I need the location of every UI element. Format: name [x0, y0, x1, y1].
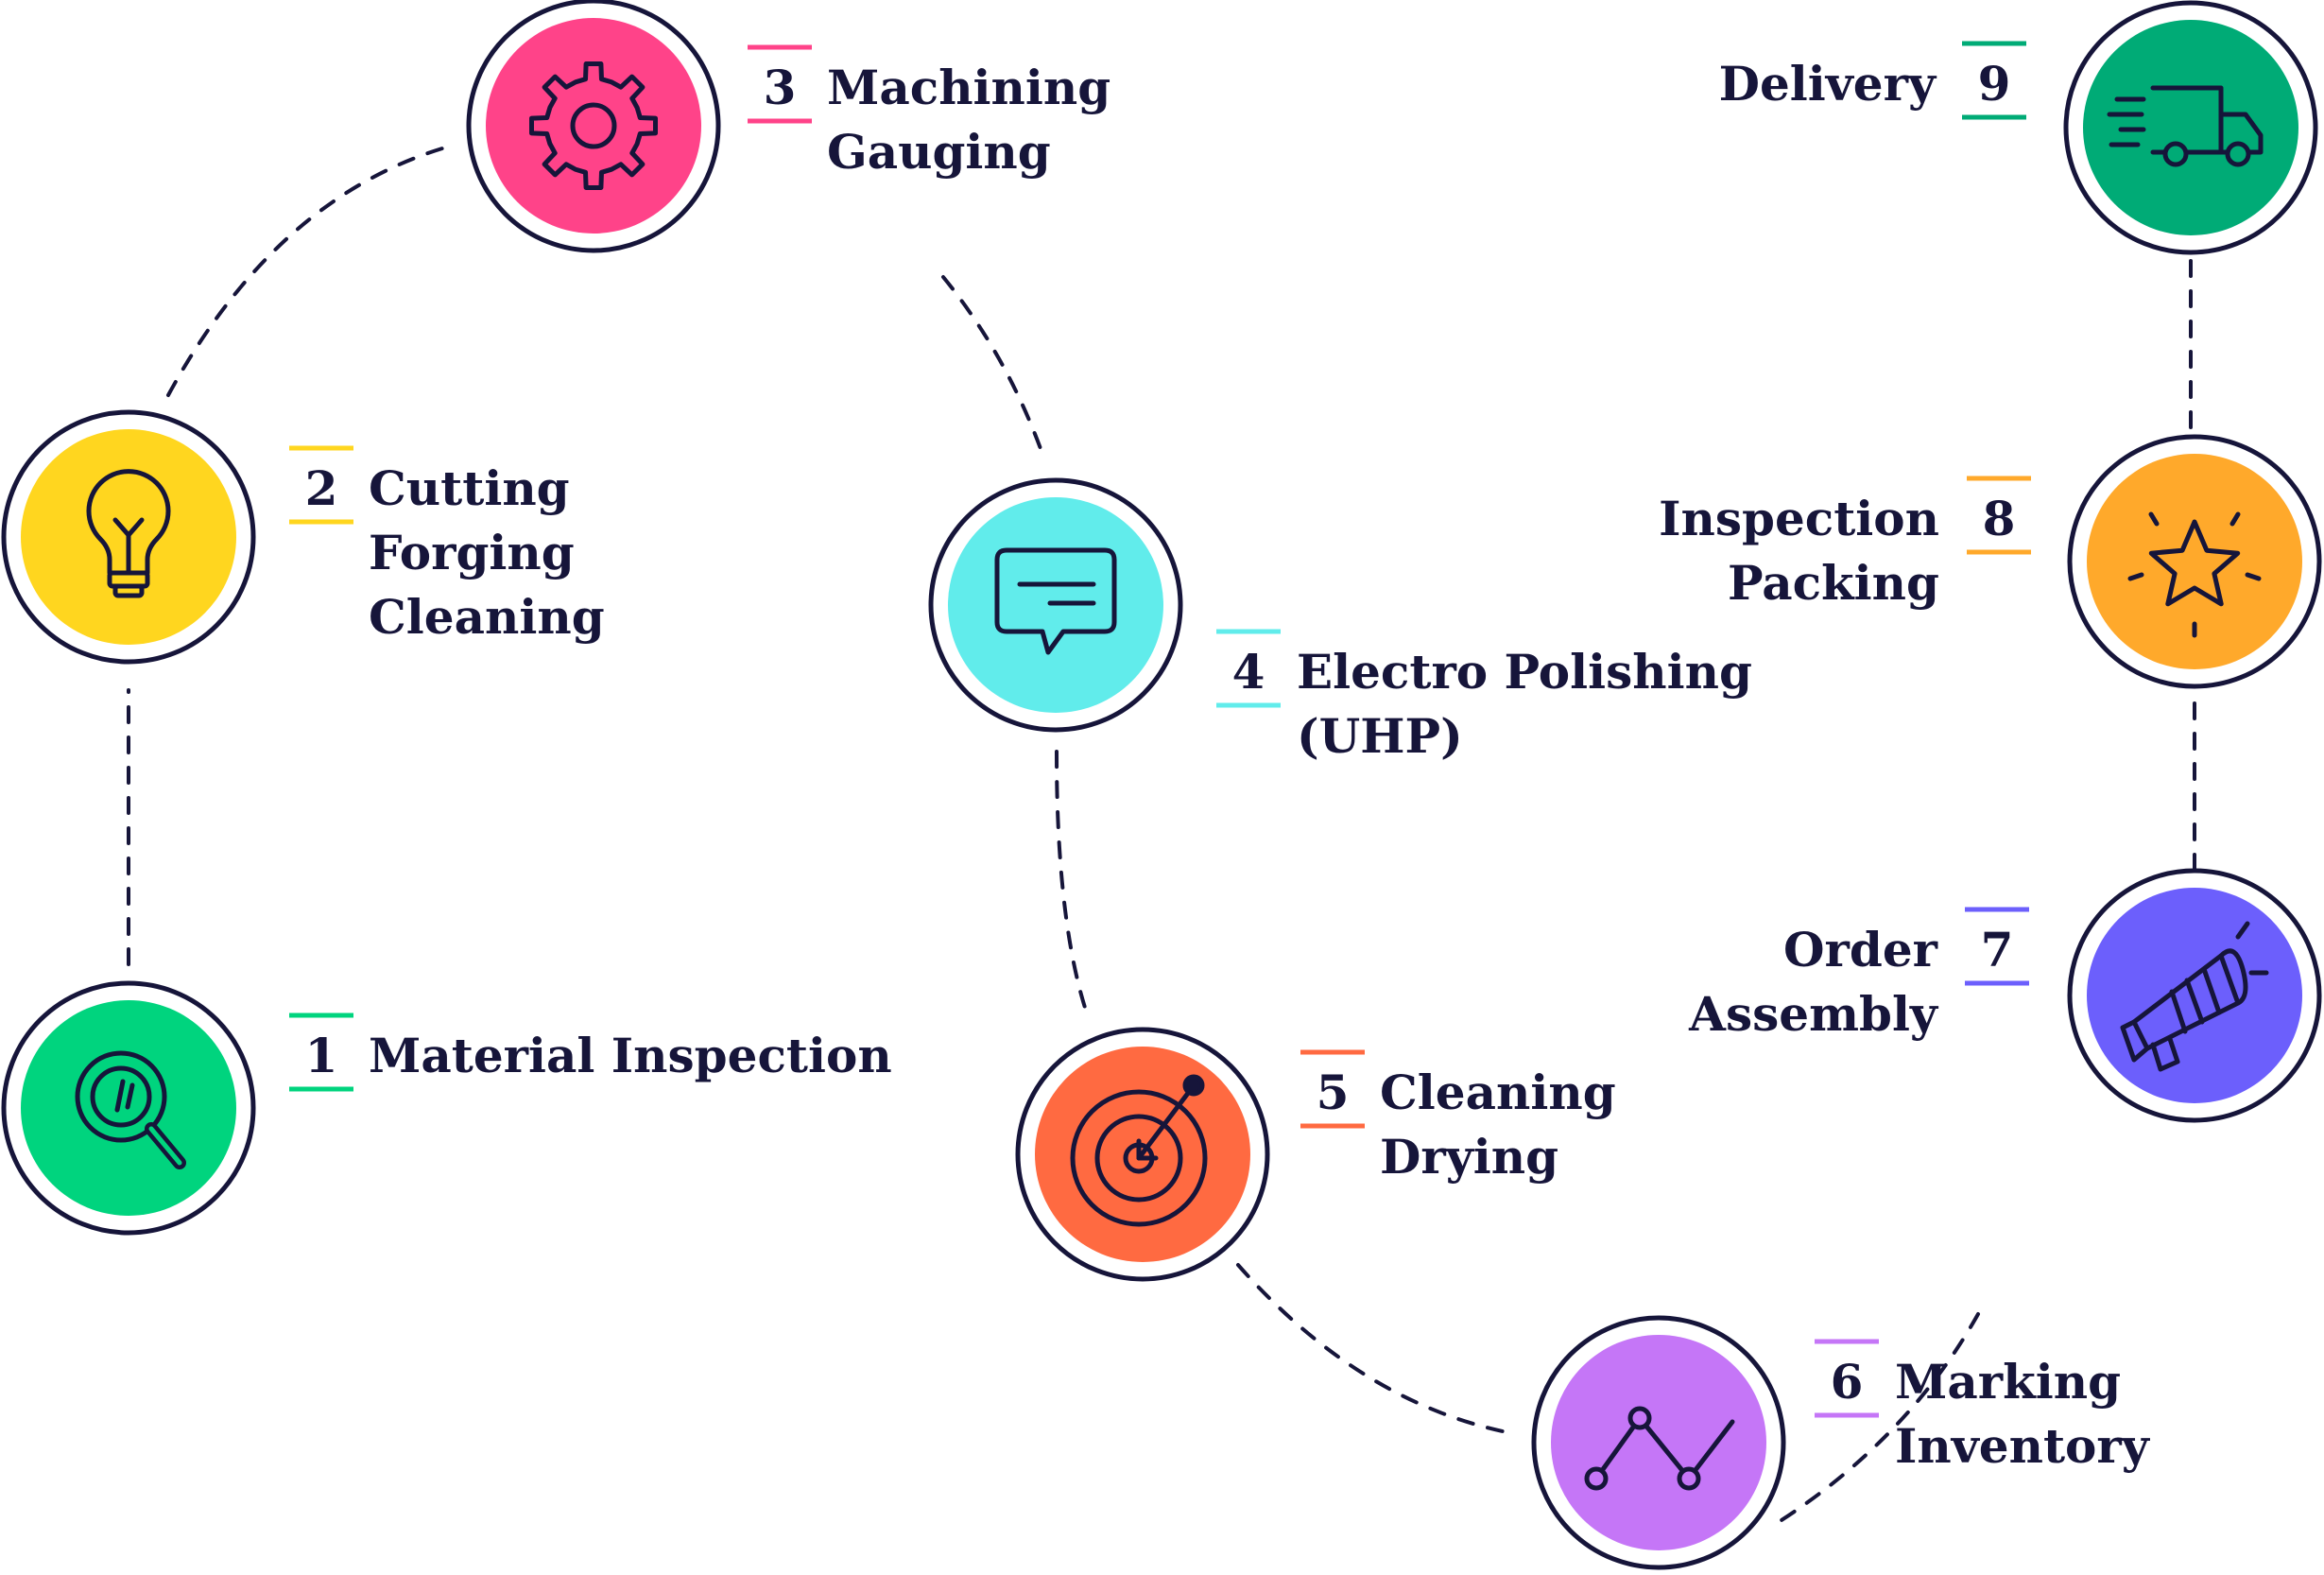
step-5-number: 5 — [1317, 1064, 1350, 1120]
connectors — [127, 147, 2196, 1522]
step-1-node — [1, 980, 256, 1236]
truck-icon — [2107, 85, 2264, 167]
step-1-label: 1 Material Inspection — [289, 1012, 892, 1092]
step-3-number: 3 — [764, 60, 797, 115]
step-2-number: 2 — [305, 460, 338, 516]
step-5-text-line: Drying — [1380, 1129, 1558, 1185]
chat-bubble-icon — [994, 547, 1117, 655]
step-7-text-line: Assembly — [1688, 986, 1939, 1042]
step-6-text-line: Inventory — [1895, 1418, 2151, 1474]
step-6-node — [1531, 1315, 1786, 1570]
connector-2-3 — [166, 147, 444, 397]
step-3-disc — [486, 18, 701, 234]
step-2-text-line: Cleaning — [369, 589, 605, 645]
step-2-text-line: Cutting — [369, 460, 570, 516]
step-8-text-line: Inspection — [1659, 491, 1939, 546]
step-7-node — [2067, 868, 2322, 1123]
step-4-text-line: Electro Polishing — [1297, 644, 1752, 700]
step-8-number: 8 — [1983, 491, 2016, 546]
connector-4-5 — [1055, 750, 1091, 1021]
step-9-number: 9 — [1978, 56, 2011, 112]
megaphone-icon — [2120, 921, 2269, 1072]
step-6-number: 6 — [1831, 1354, 1864, 1410]
step-9-disc — [2083, 20, 2298, 235]
step-7-text-line: Order — [1783, 922, 1938, 978]
step-3-node — [466, 0, 721, 253]
line-graph-icon — [1584, 1406, 1735, 1491]
step-3-text-line: Machining — [827, 60, 1110, 115]
target-icon — [1070, 1074, 1208, 1227]
step-8-disc — [2087, 454, 2302, 669]
step-6-text-line: Marking — [1895, 1354, 2121, 1410]
connector-5-6 — [1236, 1263, 1505, 1433]
step-5-node — [1015, 1027, 1270, 1282]
step-8-node — [2067, 434, 2322, 689]
step-1-text-line: Material Inspection — [369, 1028, 892, 1083]
connector-6-7 — [1780, 1312, 1980, 1522]
step-4-label: 4 Electro Polishing (UHP) — [1216, 629, 1752, 764]
lightbulb-icon — [86, 469, 171, 598]
step-9-node — [2063, 0, 2318, 255]
step-9-label: 9 Delivery — [1719, 41, 2026, 120]
gear-icon — [529, 61, 658, 190]
magnifier-icon — [75, 1050, 186, 1169]
step-7-number: 7 — [1981, 922, 2014, 978]
step-4-text-line: (UHP) — [1297, 708, 1463, 764]
step-4-node — [928, 477, 1183, 733]
step-4-number: 4 — [1232, 644, 1265, 700]
star-icon — [2127, 511, 2262, 638]
step-1-number: 1 — [305, 1028, 338, 1083]
step-2-node — [1, 409, 256, 665]
step-5-text-line: Cleaning — [1380, 1064, 1616, 1120]
step-2-text-line: Forging — [369, 525, 575, 580]
step-9-text-line: Delivery — [1719, 56, 1937, 112]
step-8-text-line: Packing — [1728, 555, 1939, 611]
connector-3-4 — [941, 275, 1044, 456]
step-3-text-line: Gauging — [827, 124, 1051, 180]
